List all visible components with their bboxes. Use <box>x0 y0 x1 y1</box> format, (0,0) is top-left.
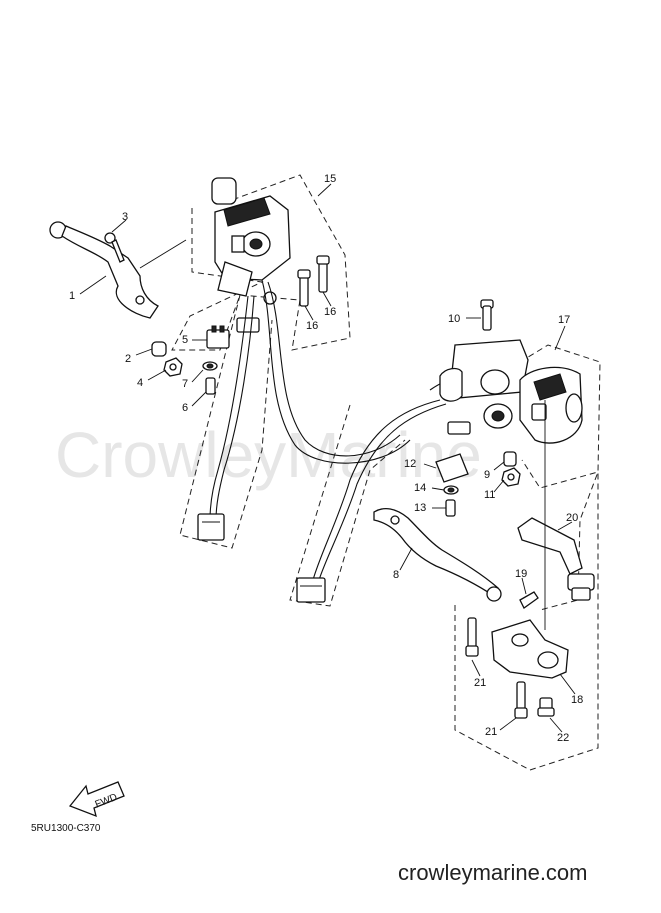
connector-left <box>197 513 225 541</box>
collar-2 <box>151 341 167 357</box>
callout-6: 6 <box>182 402 188 414</box>
assembly-outline-17 <box>519 344 601 489</box>
left-clutch-lever <box>49 221 187 319</box>
bolt-21-lower <box>514 681 528 719</box>
callout-18: 18 <box>571 694 583 706</box>
screw-6 <box>205 377 216 395</box>
callout-21-upper: 21 <box>474 677 486 689</box>
nut-11 <box>501 467 521 487</box>
callout-21-lower: 21 <box>485 726 497 738</box>
connector-right <box>296 577 326 603</box>
nut-4 <box>163 357 183 377</box>
bolt-10 <box>480 299 494 331</box>
left-handlebar-switch <box>211 177 291 305</box>
callout-10: 10 <box>448 313 460 325</box>
callout-9: 9 <box>484 469 490 481</box>
assembly-outline-left-harness <box>179 294 273 549</box>
bolt-16-left <box>297 269 311 307</box>
lever-20 <box>517 517 595 601</box>
callout-3: 3 <box>122 211 128 223</box>
site-url: crowleymarine.com <box>398 860 588 885</box>
forward-arrow-icon: FWD <box>68 781 125 818</box>
washer-7 <box>202 361 218 371</box>
callout-17: 17 <box>558 314 570 326</box>
callout-14: 14 <box>414 482 426 494</box>
clutch-switch-5 <box>206 317 260 349</box>
callout-7: 7 <box>182 378 188 390</box>
brake-master-cylinder <box>439 339 529 429</box>
callout-13: 13 <box>414 502 426 514</box>
screw-13 <box>445 499 456 517</box>
front-brake-switch-12 <box>435 421 471 483</box>
callout-1: 1 <box>69 290 75 302</box>
callout-8: 8 <box>393 569 399 581</box>
callout-5: 5 <box>182 334 188 346</box>
callout-20: 20 <box>566 512 578 524</box>
leader-lines <box>79 183 576 733</box>
collar-9 <box>503 451 517 467</box>
front-brake-lever <box>373 507 502 602</box>
callout-11: 11 <box>484 489 495 501</box>
pivot-bolt-3 <box>104 232 125 263</box>
washer-14 <box>443 485 459 495</box>
callout-15: 15 <box>324 173 336 185</box>
drawing-code: 5RU1300-C370 <box>31 823 101 834</box>
watermark-text: CrowleyMarine <box>55 419 482 491</box>
callout-12: 12 <box>404 458 416 470</box>
callout-labels: 1 2 3 4 5 6 7 8 9 10 11 12 13 14 15 16 1… <box>69 173 583 744</box>
callout-16-right: 16 <box>324 306 336 318</box>
pin-19 <box>519 591 539 609</box>
callout-2: 2 <box>125 353 131 365</box>
callout-16-left: 16 <box>306 320 318 332</box>
bolt-16-right <box>316 255 330 293</box>
callout-22: 22 <box>557 732 569 744</box>
nut-22 <box>537 697 555 717</box>
right-handlebar-switch <box>519 366 583 444</box>
bolt-21-upper <box>465 617 479 657</box>
assembly-outline-right-harness <box>289 404 406 607</box>
callout-4: 4 <box>137 377 143 389</box>
callout-19: 19 <box>515 568 527 580</box>
bracket-18 <box>491 400 569 679</box>
